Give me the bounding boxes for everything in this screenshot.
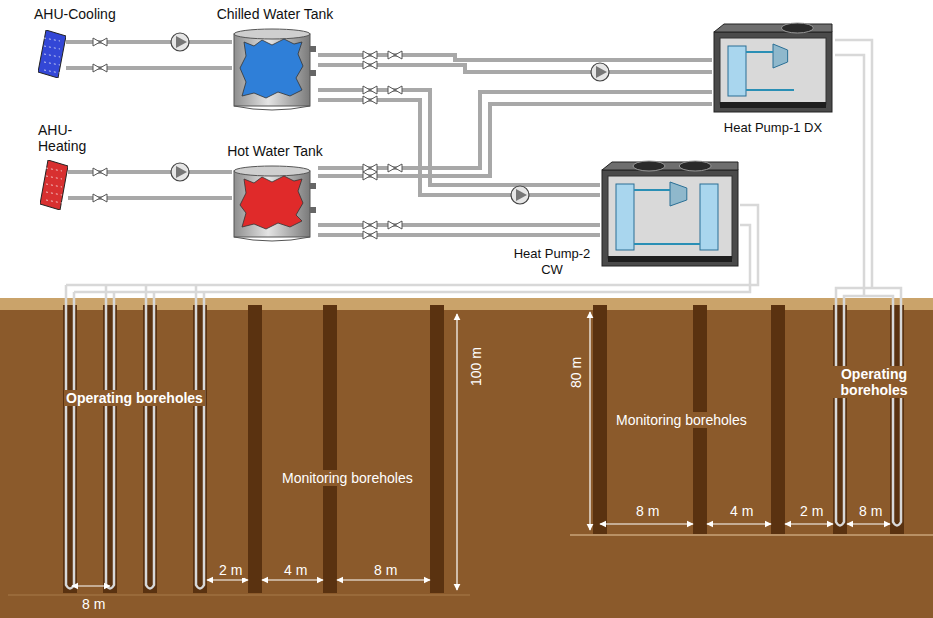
dimension-label: 8 m	[857, 503, 884, 519]
dimension-label: 8 m	[634, 503, 661, 519]
valve-symbol	[363, 96, 377, 104]
valve-symbol	[93, 38, 107, 46]
dimension-label: 80 m	[568, 355, 584, 390]
component-heading: Hot Water Tank	[227, 143, 323, 159]
dimension-label: 2 m	[798, 503, 825, 519]
valve-symbol	[363, 51, 377, 59]
ahu-coil: AHU- Heating	[40, 160, 68, 210]
valve-symbol	[388, 86, 402, 94]
valve-symbol	[363, 164, 377, 172]
ground-line	[570, 534, 933, 536]
pump-symbol	[171, 163, 189, 181]
valve-symbol	[388, 51, 402, 59]
coil-shape	[40, 160, 68, 210]
component-heading: AHU- Heating	[38, 122, 100, 154]
dimension-label: 100 m	[468, 345, 484, 388]
pump-symbol	[171, 33, 189, 51]
valves	[93, 38, 402, 239]
valve-symbol	[93, 64, 107, 72]
ground	[0, 310, 933, 618]
valve-symbol	[93, 194, 107, 202]
coil-shape	[38, 30, 66, 78]
ahu-coil: AHU-Cooling	[38, 30, 66, 78]
component-heading: Heat Pump-2 CW	[510, 246, 594, 278]
tank-shape	[232, 165, 318, 243]
dimension-label: 4 m	[728, 503, 755, 519]
dimension-label: 2 m	[217, 562, 244, 578]
component-heading: Heat Pump-1 DX	[724, 120, 822, 136]
water-pipe	[66, 42, 232, 68]
ground-surface	[0, 298, 933, 312]
pump-symbol	[176, 166, 187, 178]
valve-symbol	[388, 164, 402, 172]
water-pipe	[318, 92, 712, 176]
valve-symbol	[363, 172, 377, 180]
pump-symbol	[176, 36, 187, 48]
valve-symbol	[93, 168, 107, 176]
dimension-lines	[72, 312, 890, 590]
borehole-label: Operating boreholes	[64, 390, 205, 406]
component-heading: Chilled Water Tank	[217, 6, 334, 22]
heat-pump-unit: Heat Pump-1 DX	[712, 22, 834, 114]
valve-symbol	[363, 231, 377, 239]
borehole-label: Operating boreholes	[830, 366, 918, 398]
borehole-label: Monitoring boreholes	[280, 470, 415, 486]
pump-symbol	[511, 186, 529, 204]
pump-symbol	[516, 189, 527, 201]
ground-line	[8, 595, 470, 596]
boreholes	[63, 305, 904, 593]
dimension-label: 8 m	[80, 596, 107, 612]
water-tank: Hot Water Tank	[232, 165, 318, 243]
hp1-shape	[712, 22, 834, 114]
water-tank: Chilled Water Tank	[232, 28, 318, 112]
dimension-label: 8 m	[372, 562, 399, 578]
ground-loop-pipes	[66, 40, 901, 589]
hp2-shape	[600, 160, 740, 268]
pump-symbol	[596, 66, 607, 78]
heat-pump-unit: Heat Pump-2 CW	[600, 160, 740, 268]
valve-symbol	[363, 86, 377, 94]
dimension-label: 4 m	[282, 562, 309, 578]
pump-symbol	[591, 63, 609, 81]
water-pipe	[318, 225, 600, 235]
valve-symbol	[388, 221, 402, 229]
valve-symbol	[363, 61, 377, 69]
component-heading: AHU-Cooling	[34, 6, 116, 22]
valve-symbol	[363, 221, 377, 229]
borehole-label: Monitoring boreholes	[614, 412, 749, 428]
tank-shape	[232, 28, 318, 112]
